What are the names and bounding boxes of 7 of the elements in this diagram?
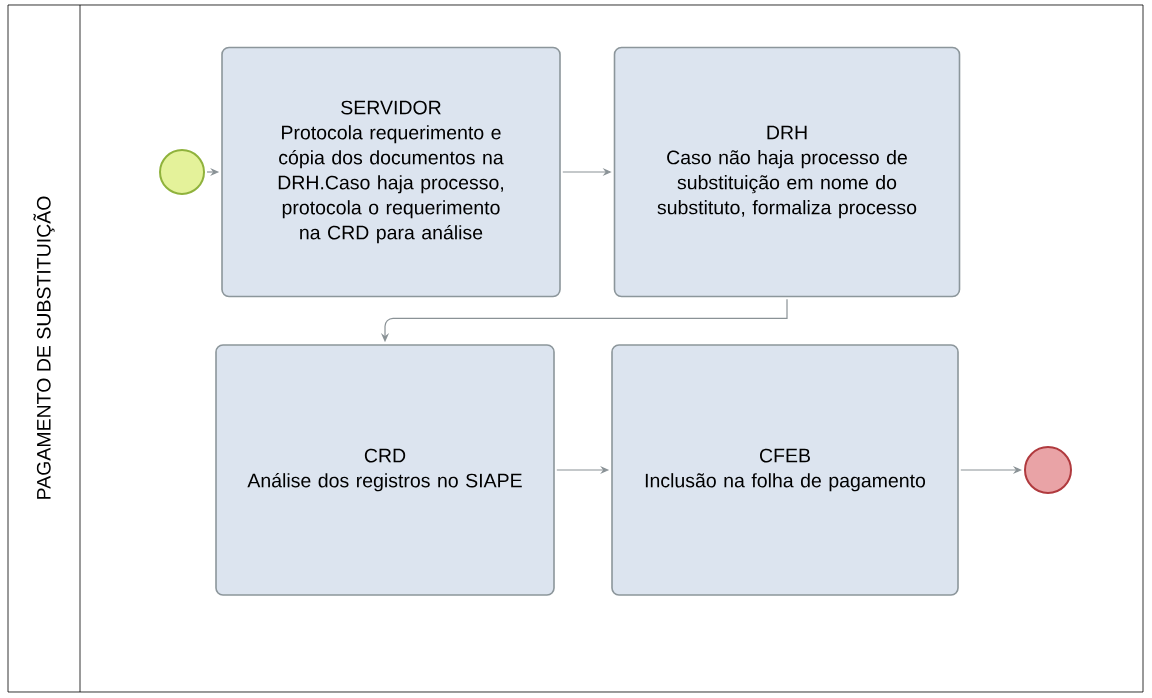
event-circle xyxy=(1024,446,1072,494)
task-box: DRH Caso não haja processo de substituição em nome do substituto, formaliza processo xyxy=(613,46,961,298)
lane-label: PAGAMENTO DE SUBSTITUIÇÃO xyxy=(33,196,55,499)
task-box: SERVIDOR Protocola requerimento e cópia dos documentos na DRH.Caso haja processo, protocola o requerimento na CRD para análise xyxy=(221,46,561,298)
task-box: CFEB Inclusão na folha de pagamento xyxy=(611,344,959,596)
event-circle xyxy=(159,149,205,195)
task-box: CRD Análise dos registros no SIAPE xyxy=(215,344,555,596)
